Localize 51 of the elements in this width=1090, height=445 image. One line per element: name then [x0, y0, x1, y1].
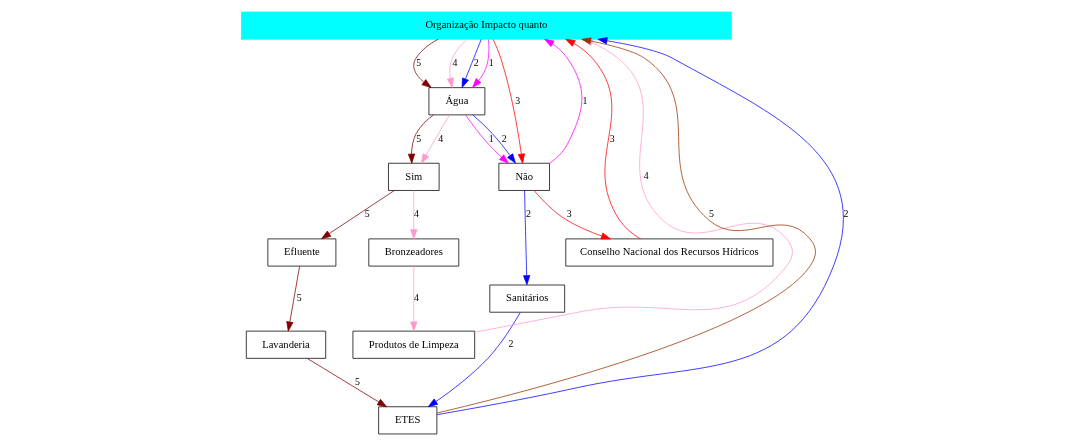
edge-label: 4	[438, 132, 444, 144]
arrow	[286, 265, 300, 331]
arrow	[446, 38, 468, 88]
arrow	[306, 357, 387, 407]
arrow	[410, 189, 418, 239]
edge-label: 5	[416, 56, 422, 68]
edge-label: 5	[416, 132, 422, 144]
edge-label: 4	[643, 169, 649, 181]
arrow	[461, 38, 482, 88]
arrow	[410, 265, 418, 331]
arrow	[408, 114, 434, 164]
node-box: Água	[428, 86, 486, 115]
edge-label: 4	[452, 56, 458, 68]
arrow	[413, 38, 439, 88]
arrow	[533, 189, 611, 239]
edge-label: 5	[296, 291, 302, 303]
node-box: Sim	[388, 162, 440, 191]
edge-label: 4	[413, 291, 419, 303]
edge-label: 2	[508, 337, 514, 349]
edge-label: 5	[708, 207, 714, 219]
edge-label: 2	[501, 132, 507, 144]
edge-label: 3	[515, 94, 521, 106]
arrow	[544, 38, 583, 164]
arrow	[428, 311, 521, 407]
node-box: Conselho Nacional dos Recursos Hídricos	[565, 238, 774, 266]
edge-label: 4	[413, 207, 419, 219]
node-box: Sanitários	[489, 284, 566, 313]
arrow	[472, 38, 490, 88]
edge-label: 2	[473, 56, 479, 68]
arrow	[523, 189, 531, 285]
node-box: Efluente	[267, 238, 337, 266]
edge-label: 5	[355, 375, 360, 387]
edge-label: 2	[525, 207, 531, 219]
node-box: Lavanderia	[245, 330, 327, 359]
arrow	[421, 114, 450, 163]
edge-label: 3	[566, 207, 572, 219]
node-box: Não	[498, 162, 550, 191]
node-box: Organização Impacto quanto	[241, 11, 732, 40]
edge-label: 5	[364, 207, 370, 219]
node-box: Produtos de Limpeza	[352, 330, 476, 359]
edge-label: 1	[488, 56, 494, 68]
edge-label: 1	[582, 94, 588, 106]
edge-label: 3	[609, 132, 615, 144]
node-box: Bronzeadores	[368, 238, 460, 266]
arrow	[321, 189, 395, 239]
arrow	[472, 114, 516, 163]
arrow	[492, 38, 525, 163]
edge-label: 2	[843, 207, 849, 219]
edge-label: 1	[488, 132, 494, 144]
arrow	[465, 114, 509, 164]
node-box: ETES	[378, 405, 438, 434]
